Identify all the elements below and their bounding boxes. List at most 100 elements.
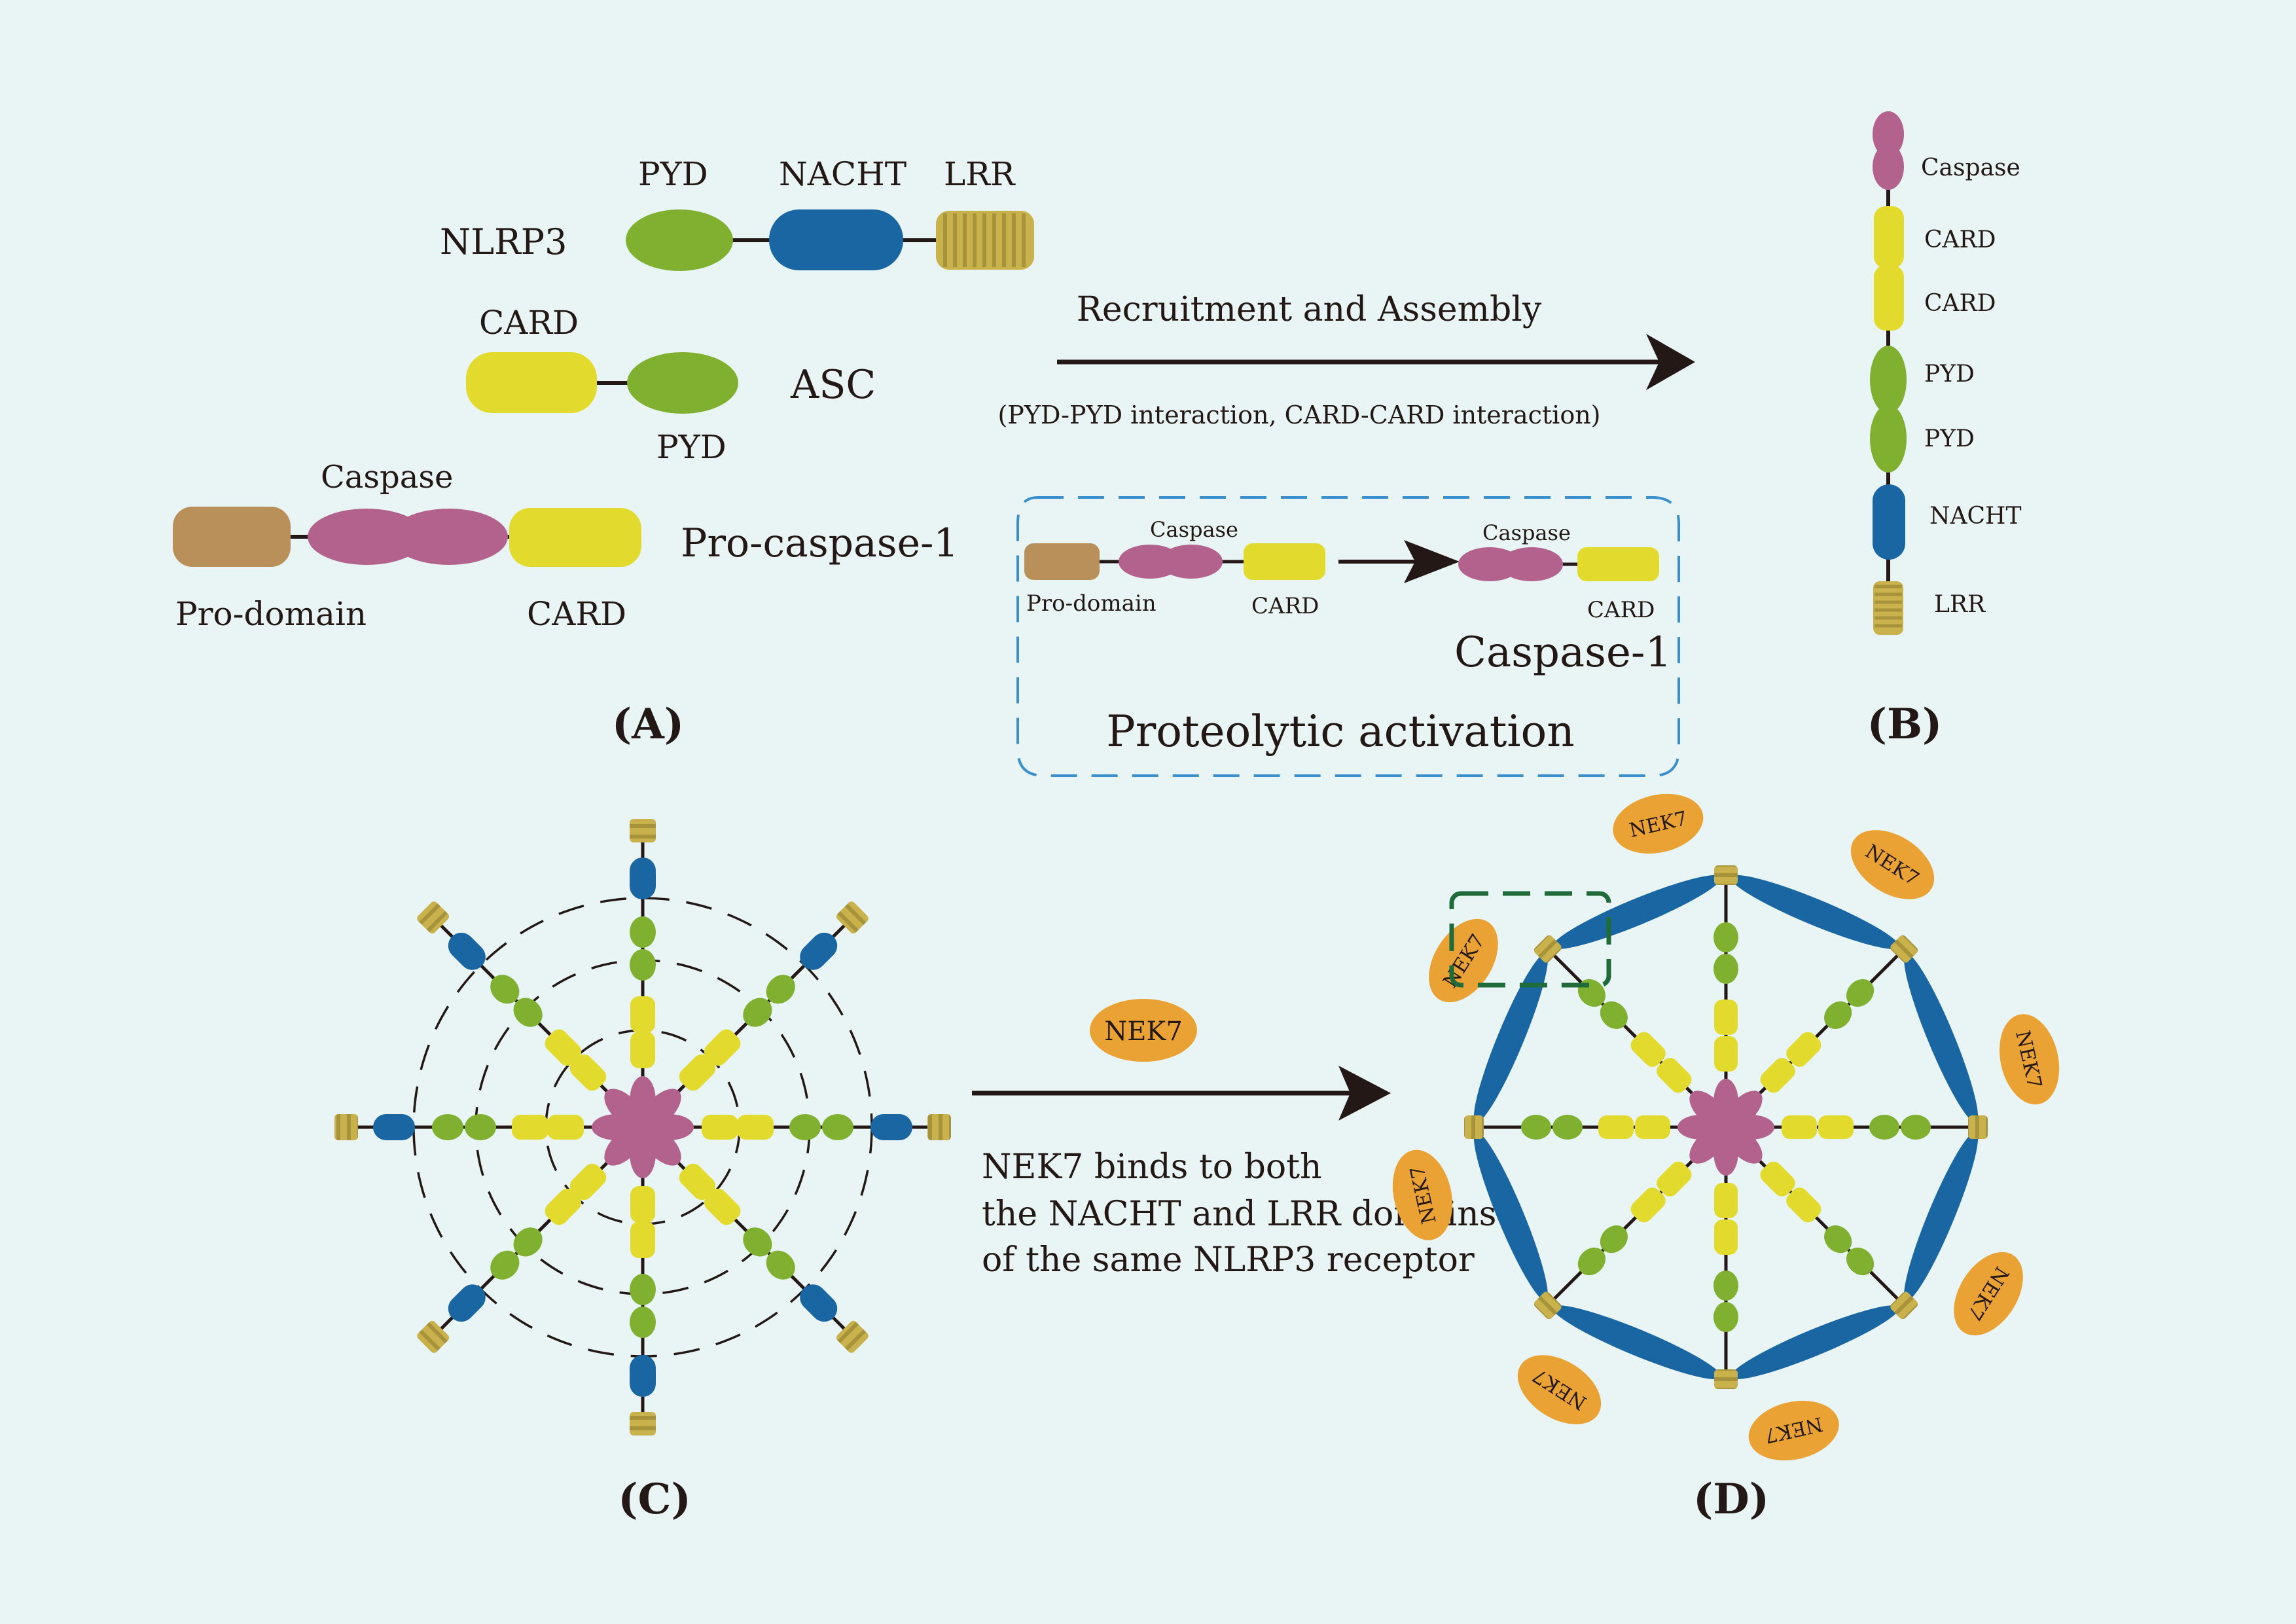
pyd-domain <box>1713 954 1738 984</box>
proteolytic-activation-box: Caspase Pro-domain CARD Caspase CARD Cas… <box>1016 496 1680 777</box>
card-domain <box>569 1054 607 1091</box>
pyd-domain <box>630 1274 656 1305</box>
b-nacht <box>1873 484 1905 560</box>
card-domain <box>1657 1058 1692 1093</box>
b-caspase-a <box>1873 111 1904 157</box>
b-caspase-b <box>1873 144 1904 190</box>
procaspase-prodomain-label: Pro-domain <box>175 595 367 633</box>
procaspase-prodomain <box>173 507 291 567</box>
card-domain <box>630 1186 655 1223</box>
pyd-domain <box>432 1114 463 1140</box>
pyd-domain <box>822 1114 853 1140</box>
pyd-domain <box>465 1114 496 1140</box>
card-small <box>1244 543 1325 580</box>
nacht-link <box>1904 1132 1979 1301</box>
pyd-domain <box>630 949 656 981</box>
card-domain <box>512 1115 548 1140</box>
nek7-molecule: NEK7 <box>1954 1252 2023 1336</box>
asc-card-domain <box>466 352 597 413</box>
nlrp3-lrr-label: LRR <box>944 155 1016 193</box>
asc-pyd-label: PYD <box>656 428 726 466</box>
proteolytic-left-card: CARD <box>1251 593 1319 619</box>
nek7-arrow-group: NEK7 NEK7 binds to both the NACHT and LR… <box>972 999 1496 1280</box>
pyd-domain <box>513 1227 543 1257</box>
card-domain <box>704 1188 741 1225</box>
card-domain <box>1714 1183 1738 1218</box>
lrr-domain <box>1534 935 1562 963</box>
nacht-link <box>1731 875 1900 949</box>
nek7-line-3: of the same NLRP3 receptor <box>982 1240 1475 1280</box>
nacht-link <box>1731 1305 1900 1380</box>
panel-d-label: (D) <box>1693 1475 1769 1524</box>
lrr-domain <box>1890 935 1918 963</box>
card-domain <box>569 1163 607 1200</box>
card-domain <box>1786 1187 1821 1223</box>
lrr-domain <box>630 1412 656 1435</box>
nacht-domain <box>630 1355 656 1397</box>
card-domain <box>1630 1187 1666 1223</box>
caspase-center <box>1703 1104 1749 1150</box>
nacht-domain <box>800 1284 838 1322</box>
card-domain <box>1714 1219 1738 1255</box>
pyd-domain <box>630 916 656 948</box>
asc-card-label: CARD <box>479 304 579 342</box>
card-domain <box>630 1032 655 1068</box>
lrr-domain <box>417 901 450 934</box>
pyd-domain <box>1713 922 1738 952</box>
lrr-domain <box>1464 1115 1484 1139</box>
pyd-domain <box>789 1114 821 1140</box>
card-domain <box>1818 1115 1854 1139</box>
procaspase-caspase-label: Caspase <box>321 459 453 496</box>
card-domain <box>679 1054 716 1091</box>
procaspase-caspase-domain-b <box>390 509 508 565</box>
pyd-domain <box>490 975 520 1004</box>
procaspase-construct: Pro-caspase-1 Caspase Pro-domain CARD <box>173 459 959 633</box>
nlrp3-name: NLRP3 <box>440 221 567 262</box>
card-domain <box>547 1115 584 1140</box>
pyd-domain <box>1846 979 1874 1007</box>
card-domain <box>1657 1161 1692 1197</box>
recruitment-title: Recruitment and Assembly <box>1077 290 1542 329</box>
pyd-domain <box>1600 1225 1628 1254</box>
nacht-link <box>1552 875 1721 949</box>
panel-b-domain-label: CARD <box>1924 290 1996 317</box>
proteolytic-left-prodomain: Pro-domain <box>1026 590 1157 617</box>
panel-d-spokes <box>1464 865 1988 1389</box>
nlrp3-lrr-domain <box>936 211 1034 270</box>
card-domain <box>1760 1058 1795 1093</box>
b-pyd-2 <box>1870 405 1907 473</box>
pyd-domain <box>743 998 772 1027</box>
card-domain <box>1630 1032 1666 1067</box>
panel-c-label: (C) <box>618 1475 691 1524</box>
lrr-domain <box>334 1114 358 1140</box>
proteolytic-right-card: CARD <box>1587 597 1655 623</box>
card-domain <box>702 1115 738 1140</box>
recruitment-subtitle: (PYD-PYD interaction, CARD-CARD interact… <box>997 401 1600 429</box>
asc-pyd-domain <box>627 352 738 414</box>
pyd-domain <box>1824 1225 1852 1254</box>
card-domain <box>1714 1000 1738 1035</box>
nlrp3-nacht-domain <box>769 209 903 270</box>
pyd-domain <box>1713 1271 1738 1301</box>
nek7-molecule: NEK7 <box>1850 830 1935 899</box>
lrr-domain <box>417 1320 450 1353</box>
nek7-blob <box>1090 999 1197 1062</box>
panel-b-domain-label: Caspase <box>1921 154 2020 181</box>
b-card-1 <box>1874 206 1904 268</box>
panel-d-nacht-links <box>1473 875 1979 1380</box>
panel-d-caspase-core <box>1677 1079 1774 1176</box>
card-domain <box>545 1029 582 1066</box>
b-lrr <box>1873 581 1903 635</box>
card-domain <box>704 1029 741 1066</box>
procaspase-card-label: CARD <box>527 595 626 633</box>
pyd-domain <box>1846 1247 1874 1276</box>
pyd-domain <box>1824 1001 1852 1029</box>
pyd-domain <box>513 998 543 1027</box>
nacht-domain <box>448 1284 486 1322</box>
card-domain <box>630 996 655 1033</box>
pyd-domain <box>743 1227 772 1257</box>
